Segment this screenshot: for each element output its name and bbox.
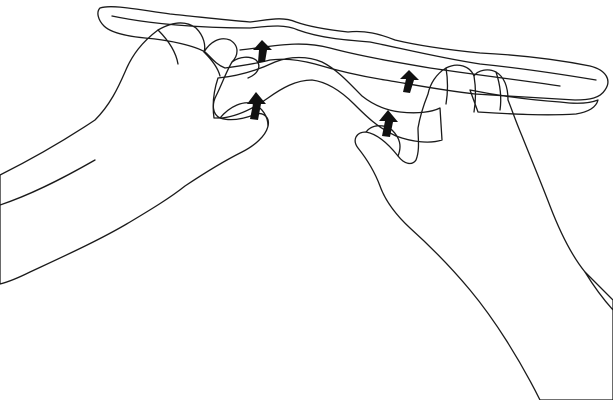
left-hand: [0, 23, 268, 284]
lift-arrows: [247, 40, 419, 137]
arrow-top-left-icon: [253, 40, 272, 62]
arrow-top-right-icon: [400, 70, 419, 93]
right-hand: [355, 65, 613, 400]
lower-layer: [213, 58, 598, 143]
